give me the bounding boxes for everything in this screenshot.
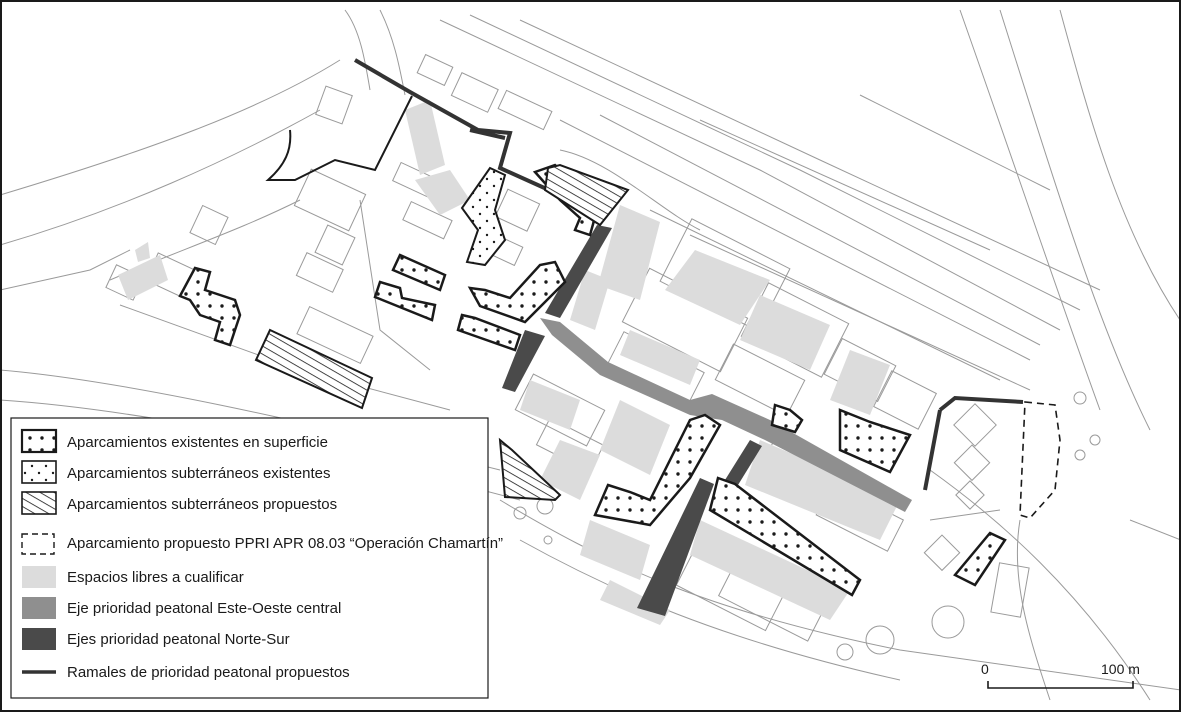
existing-underground-parking: [460, 166, 507, 267]
scale-bar-start-label: 0: [981, 661, 989, 677]
north-south-axes: [502, 225, 762, 616]
open-spaces-layer: [118, 100, 900, 625]
proposed-branches: [353, 58, 1024, 491]
legend-label-existing-surface: Aparcamientos existentes en superficie: [67, 434, 328, 451]
legend: Aparcamientos existentes en superficie A…: [10, 417, 503, 699]
legend-box: [10, 417, 489, 699]
scale-bar-line: [987, 681, 1134, 689]
legend-label-proposed-underground: Aparcamientos subterráneos propuestos: [67, 496, 337, 513]
legend-item-existing-surface: Aparcamientos existentes en superficie: [20, 428, 328, 454]
legend-swatch-north-south-axes: [22, 628, 56, 650]
legend-label-east-west-axis: Eje prioridad peatonal Este-Oeste centra…: [67, 600, 341, 617]
legend-item-proposed-underground: Aparcamientos subterráneos propuestos: [21, 491, 337, 515]
legend-swatch-proposed-underground: [21, 491, 57, 515]
legend-item-proposed-branches: Ramales de prioridad peatonal propuestos: [22, 664, 350, 681]
existing-surface-parkings: [178, 163, 1007, 597]
legend-label-existing-underground: Aparcamientos subterráneos existentes: [67, 465, 330, 482]
proposed-branch-thin: [265, 95, 413, 181]
legend-swatch-existing-underground: [21, 460, 57, 484]
legend-swatch-ppri-proposed: [21, 533, 55, 555]
legend-item-ppri-proposed: Aparcamiento propuesto PPRI APR 08.03 “O…: [21, 533, 503, 555]
street-network: [0, 9, 1181, 701]
scale-bar: 0 100 m: [981, 661, 1140, 689]
ppri-proposed-parking: [1019, 401, 1061, 519]
legend-swatch-open-spaces: [22, 566, 56, 588]
legend-label-north-south-axes: Ejes prioridad peatonal Norte-Sur: [67, 631, 290, 648]
scale-bar-end-label: 100 m: [1101, 661, 1140, 677]
legend-label-open-spaces: Espacios libres a cualificar: [67, 569, 244, 586]
legend-item-north-south-axes: Ejes prioridad peatonal Norte-Sur: [22, 628, 290, 650]
legend-item-existing-underground: Aparcamientos subterráneos existentes: [21, 460, 330, 484]
legend-item-open-spaces: Espacios libres a cualificar: [22, 566, 244, 588]
legend-item-east-west-axis: Eje prioridad peatonal Este-Oeste centra…: [22, 597, 341, 619]
east-west-axis: [540, 318, 912, 512]
legend-label-proposed-branches: Ramales de prioridad peatonal propuestos: [67, 664, 350, 681]
legend-label-ppri-proposed: Aparcamiento propuesto PPRI APR 08.03 “O…: [67, 535, 503, 552]
legend-swatch-east-west-axis: [22, 597, 56, 619]
legend-swatch-existing-surface: [20, 428, 58, 454]
proposed-underground-parkings: [254, 163, 630, 502]
